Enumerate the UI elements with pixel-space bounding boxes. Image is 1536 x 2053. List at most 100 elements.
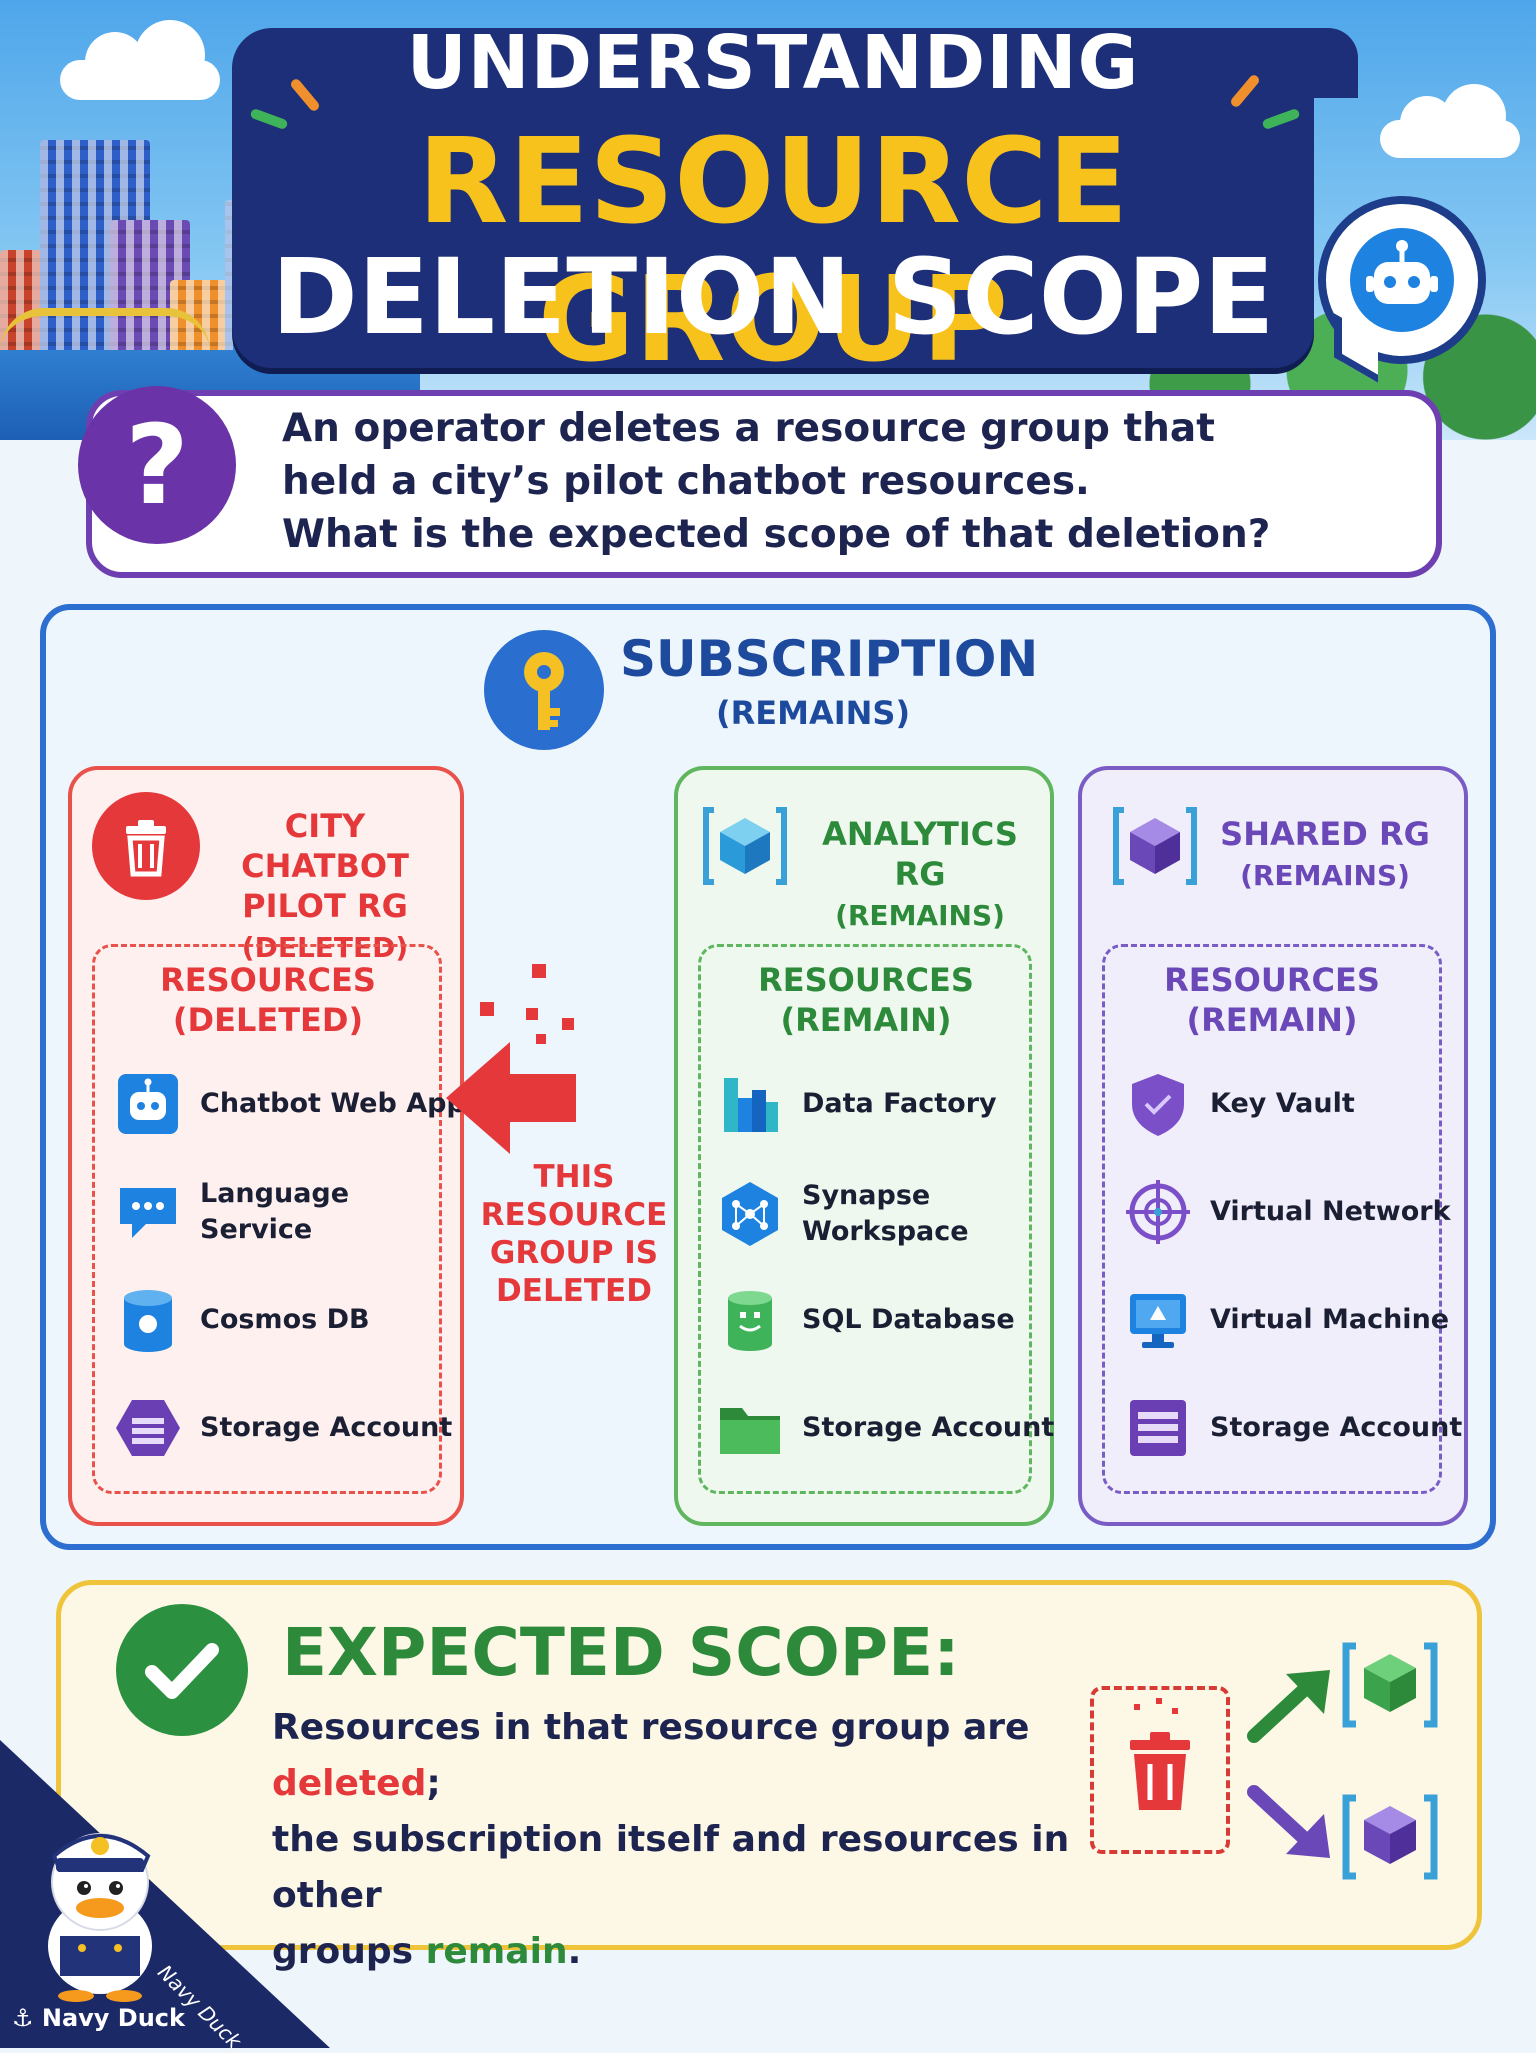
arrow-down-right-icon xyxy=(1247,1785,1330,1858)
duck-mascot-icon xyxy=(48,1833,152,2002)
scope-text-part: . xyxy=(567,1931,582,1972)
trash-icon xyxy=(92,792,200,900)
resources-container xyxy=(1102,944,1442,1494)
rg-status: (REMAINS) xyxy=(1240,859,1410,892)
title-banner xyxy=(232,28,1358,368)
network-icon xyxy=(1124,1178,1192,1246)
resource-item: Data Factory xyxy=(716,1070,997,1138)
arrow-left-icon xyxy=(446,964,576,1154)
scope-text-part: ; xyxy=(426,1763,441,1804)
rg-name-line: PILOT RG xyxy=(242,887,408,925)
rg-status: (REMAINS) xyxy=(835,899,1005,932)
anchor-icon: ⚓ xyxy=(12,2004,34,2032)
title-line-3: DELETION SCOPE xyxy=(271,236,1275,358)
shield-icon xyxy=(1124,1070,1192,1138)
cloud-decoration xyxy=(1380,84,1520,158)
question-text: An operator deletes a resource group tha… xyxy=(282,402,1402,561)
arrow-note: THIS RESOURCE GROUP IS DELETED xyxy=(474,1158,674,1310)
expected-scope-title: EXPECTED SCOPE: xyxy=(282,1614,960,1691)
storage-icon xyxy=(1124,1394,1192,1462)
rg-name-line: CITY CHATBOT xyxy=(241,807,409,885)
resource-item: SQL Database xyxy=(716,1286,1015,1354)
deleted-trash-icon xyxy=(1090,1686,1230,1854)
question-box xyxy=(86,390,1442,578)
resource-label: Virtual Network xyxy=(1210,1196,1451,1227)
arrow-up-right-icon xyxy=(1247,1670,1330,1743)
cloud-decoration xyxy=(60,20,220,100)
chatbot-icon xyxy=(114,1070,182,1138)
resource-label-line: Language xyxy=(200,1178,350,1209)
resource-label: Storage Account xyxy=(1210,1412,1463,1443)
rg-name-line: ANALYTICS RG xyxy=(822,815,1018,893)
question-line: An operator deletes a resource group tha… xyxy=(282,406,1215,451)
resource-label: Storage Account xyxy=(802,1412,1055,1443)
resource-label-line: Synapse xyxy=(802,1180,931,1211)
resource-label-line: Service xyxy=(200,1214,313,1245)
cube-icon xyxy=(703,807,787,885)
cube-icon xyxy=(1342,1642,1438,1728)
resources-title: RESOURCES xyxy=(160,961,376,999)
bridge xyxy=(0,308,210,352)
resource-item: Storage Account xyxy=(1124,1394,1462,1462)
resource-item: Virtual Machine xyxy=(1124,1286,1449,1354)
resource-item: Cosmos DB xyxy=(114,1286,370,1354)
resources-heading: RESOURCES (DELETED) xyxy=(118,960,418,1040)
resource-label: Virtual Machine xyxy=(1210,1304,1450,1335)
resource-group-title: ANALYTICS RG (REMAINS) xyxy=(800,814,1040,936)
arrow-note-line: DELETED xyxy=(496,1273,652,1309)
folder-icon xyxy=(716,1394,784,1462)
resource-label: Data Factory xyxy=(802,1088,997,1119)
rg-status: (DELETED) xyxy=(241,931,409,964)
brand-name: ⚓ Navy Duck xyxy=(12,2004,185,2032)
brand-name-text: Navy Duck xyxy=(41,2004,185,2032)
resources-container xyxy=(698,944,1032,1494)
resource-group-card-analytics xyxy=(674,766,1054,1526)
resources-status: (REMAIN) xyxy=(1186,1001,1358,1039)
resource-label: Key Vault xyxy=(1210,1088,1355,1119)
resources-status: (REMAIN) xyxy=(780,1001,952,1039)
scope-text-part: Resources in that resource group are xyxy=(272,1707,1030,1748)
resource-item: Storage Account xyxy=(114,1394,452,1462)
arrow-note-line: RESOURCE xyxy=(480,1197,668,1233)
synapse-icon xyxy=(716,1180,784,1248)
cube-icon xyxy=(1342,1794,1438,1880)
scope-remain-word: remain xyxy=(425,1931,568,1972)
question-mark-icon: ? xyxy=(78,386,236,544)
resource-item: Chatbot Web App xyxy=(114,1070,466,1138)
question-line: held a city’s pilot chatbot resources. xyxy=(282,459,1090,504)
sql-database-icon xyxy=(716,1286,784,1354)
expected-scope-text: Resources in that resource group are del… xyxy=(272,1700,1072,1980)
resources-title: RESOURCES xyxy=(1164,961,1380,999)
factory-icon xyxy=(716,1070,784,1138)
title-line-1: UNDERSTANDING xyxy=(406,20,1140,106)
cube-icon xyxy=(1113,807,1197,885)
resource-group-title: SHARED RG (REMAINS) xyxy=(1210,814,1440,896)
subscription-status: (REMAINS) xyxy=(716,694,911,732)
resources-container xyxy=(92,944,442,1494)
chat-bubble-icon xyxy=(114,1178,182,1246)
monitor-icon xyxy=(1124,1286,1192,1354)
arrow-note-line: GROUP IS xyxy=(489,1235,659,1271)
chatbot-bubble-icon xyxy=(1318,196,1486,364)
resource-label-line: Workspace xyxy=(802,1216,969,1247)
resource-group-title: CITY CHATBOT PILOT RG (DELETED) xyxy=(200,806,450,968)
database-icon xyxy=(114,1286,182,1354)
resources-status: (DELETED) xyxy=(172,1001,364,1039)
resource-label: Chatbot Web App xyxy=(200,1088,466,1119)
key-icon xyxy=(484,630,604,750)
resources-heading: RESOURCES (REMAIN) xyxy=(716,960,1016,1040)
resource-item: Storage Account xyxy=(716,1394,1054,1462)
resources-title: RESOURCES xyxy=(758,961,974,999)
question-line: What is the expected scope of that delet… xyxy=(282,512,1271,557)
rg-name-line: SHARED RG xyxy=(1220,815,1430,853)
resource-item: Key Vault xyxy=(1124,1070,1355,1138)
resource-item: Virtual Network xyxy=(1124,1178,1451,1246)
resource-label: Cosmos DB xyxy=(200,1304,370,1335)
scope-text-part: the subscription itself and resources in… xyxy=(272,1819,1070,1916)
resources-heading: RESOURCES (REMAIN) xyxy=(1122,960,1422,1040)
title-line-2: RESOURCE GROUP xyxy=(417,112,1129,388)
checkmark-icon xyxy=(116,1604,248,1736)
